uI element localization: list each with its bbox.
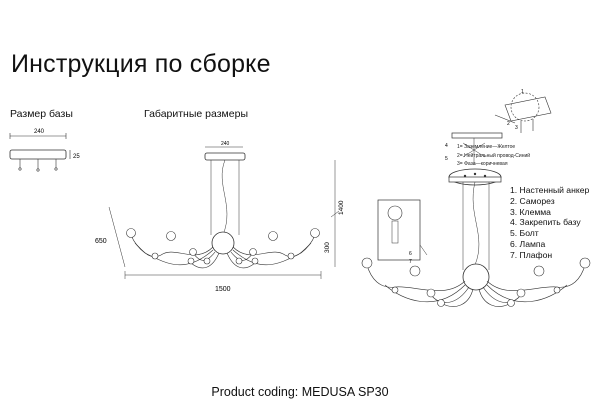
detail-leader — [419, 244, 428, 256]
page-title: Инструкция по сборке — [11, 50, 271, 78]
min-drop-label: 300 — [324, 242, 331, 253]
part-2: 2. Саморез — [510, 195, 555, 206]
part-3: 3. Клемма — [510, 206, 551, 217]
base-screws — [18, 159, 58, 172]
part-5: 5. Болт — [510, 228, 539, 239]
part-4: 4. Закрепить базу — [510, 217, 581, 228]
assembly-central-globe — [462, 263, 490, 291]
overall-dimensions-drawing: 240 1400 300 650 — [95, 141, 345, 293]
drop-break-mark — [330, 210, 340, 218]
callout-4: 4 — [445, 143, 448, 149]
assembly-lamp-globes — [361, 257, 591, 307]
max-drop-label: 1400 — [338, 200, 345, 215]
callout-2: 2 — [507, 121, 510, 127]
overall-height-label: 650 — [95, 238, 107, 245]
part-7: 7. Плафон — [510, 249, 553, 260]
central-globe — [211, 231, 235, 255]
wire-phase: 3= Фаза—коричневая — [457, 161, 508, 168]
canopy — [204, 152, 246, 161]
detail-bulb-holder — [391, 220, 399, 244]
callout-3: 3 — [515, 125, 518, 131]
ceiling-mount-detail — [494, 92, 552, 133]
wire-connectors — [462, 138, 486, 165]
part-1: 1. Настенный анкер — [510, 185, 590, 195]
base-width-label: 240 — [34, 129, 45, 135]
overall-width-label: 1500 — [215, 286, 231, 293]
base-size-heading: Размер базы — [10, 108, 73, 120]
callout-1: 1 — [521, 89, 524, 95]
part-6: 6. Лампа — [510, 238, 546, 249]
parts-legend: 1. Настенный анкер 2. Саморез 3. Клемма … — [510, 185, 589, 261]
canopy-rim — [448, 176, 502, 183]
base-height-label: 25 — [73, 154, 80, 160]
base-plate — [9, 149, 67, 160]
callout-7: 7 — [409, 259, 412, 265]
product-code: Product coding: MEDUSA SP30 — [211, 385, 389, 399]
suspension-cables — [210, 159, 240, 236]
wire-ground: 1= Заземление—Желтое — [457, 144, 516, 150]
base-drawing: 240 25 — [9, 129, 80, 172]
lamp-globes — [126, 228, 320, 265]
detail-globe — [387, 205, 403, 221]
canopy-width-label: 240 — [221, 141, 230, 147]
callout-5: 5 — [445, 156, 448, 162]
canopy-holes — [463, 172, 487, 178]
height-dimline — [108, 206, 126, 268]
assembly-drawing: 1 2 3 4 5 6 7 — [361, 89, 591, 307]
overall-dimensions-heading: Габаритные размеры — [144, 108, 248, 120]
mounting-bar — [451, 132, 503, 139]
assembly-cables — [462, 181, 490, 270]
wire-color-legend: 1= Заземление—Желтое 2= Нейтральный пров… — [457, 143, 530, 169]
callout-6: 6 — [409, 251, 412, 257]
wire-neutral: 2= Нейтральный провод-Синий — [457, 152, 531, 159]
